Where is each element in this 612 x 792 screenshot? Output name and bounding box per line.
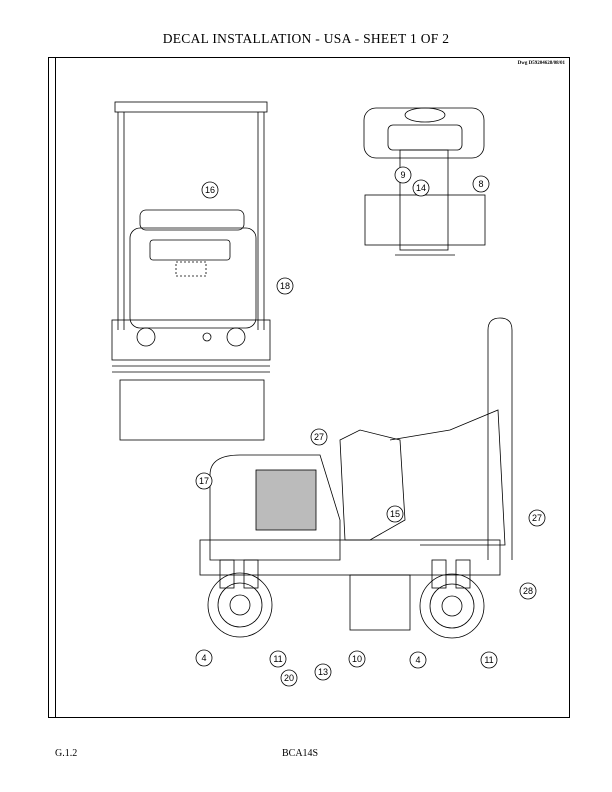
callout-label: 14 [416,183,426,193]
callout-circle [386,505,404,523]
callout-15: 15 [386,505,404,523]
callout-20: 20 [280,669,298,687]
callout-label: 18 [280,281,290,291]
callout-circle [195,649,213,667]
callout-circle [280,669,298,687]
callout-circle [472,175,490,193]
callout-label: 27 [532,513,542,523]
callout-label: 4 [201,653,206,663]
callout-label: 16 [205,185,215,195]
callout-18: 18 [276,277,294,295]
callout-14: 14 [412,179,430,197]
callout-circle [348,650,366,668]
callout-label: 8 [478,179,483,189]
callout-circle [394,166,412,184]
callout-label: 9 [400,170,405,180]
callout-label: 4 [415,655,420,665]
callout-label: 27 [314,432,324,442]
callout-circle [195,472,213,490]
callout-13: 13 [314,663,332,681]
callout-4: 4 [195,649,213,667]
callout-label: 28 [523,586,533,596]
callout-11: 11 [480,651,498,669]
callout-circle [519,582,537,600]
page-title: DECAL INSTALLATION - USA - SHEET 1 OF 2 [162,31,450,46]
callout-circle [412,179,430,197]
callout-10: 10 [348,650,366,668]
callout-label: 20 [284,673,294,683]
front-view-roller [111,101,271,441]
callout-label: 15 [390,509,400,519]
callout-label: 10 [352,654,362,664]
callout-circle [269,650,287,668]
callout-label: 11 [273,654,282,664]
callout-label: 11 [484,655,493,665]
callout-8: 8 [472,175,490,193]
rear-view-console [363,107,486,256]
callout-circle [314,663,332,681]
callout-label: 13 [318,667,328,677]
callout-circle [276,277,294,295]
callout-16: 16 [201,181,219,199]
callout-4: 4 [409,651,427,669]
side-view-roller [199,317,513,639]
callout-circle [201,181,219,199]
callout-label: 17 [199,476,209,486]
drawing-number: Dwg D59204628/08/01 [517,61,565,66]
callout-9: 9 [394,166,412,184]
frame-margin-line [55,57,56,718]
callout-circle [310,428,328,446]
callout-27: 27 [310,428,328,446]
footer-section-code: G.1.2 [55,748,78,759]
callout-28: 28 [519,582,537,600]
callout-circle [480,651,498,669]
callout-27: 27 [528,509,546,527]
footer-model: BCA14S [282,748,319,759]
drawing-frame [48,57,570,718]
callout-17: 17 [195,472,213,490]
callout-circle [409,651,427,669]
callout-circle [528,509,546,527]
callout-11: 11 [269,650,287,668]
